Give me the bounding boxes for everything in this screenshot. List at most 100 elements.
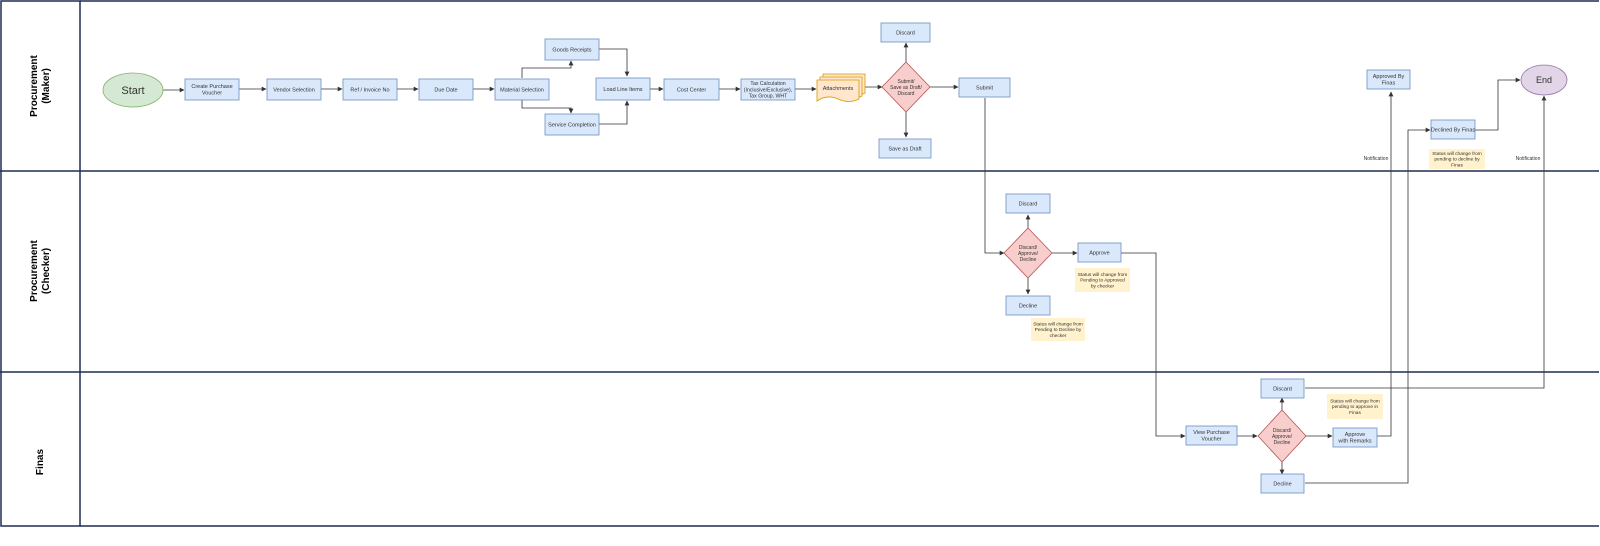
- lane-title-checker: Procurement(Checker): [29, 239, 52, 301]
- process-cost-center[interactable]: Cost Center: [663, 78, 720, 101]
- swimlanes: [0, 0, 1599, 527]
- process-box: [878, 138, 932, 159]
- process-save-draft[interactable]: Save as Draft: [878, 138, 932, 159]
- process-label: Vendor Selection: [273, 87, 315, 93]
- decision-diamond: [1003, 227, 1053, 279]
- process-box: [1005, 295, 1051, 316]
- process-box: [880, 22, 931, 43]
- decision-label: Discard/Approve/Decline: [1018, 245, 1039, 263]
- process-tax-calc[interactable]: Tax Calculation(Inclusive/Exclusive),Tax…: [740, 78, 796, 101]
- end-ellipse: [1520, 64, 1568, 96]
- process-label: Save as Draft: [888, 146, 922, 152]
- lane-title-finas: Finas: [35, 449, 46, 476]
- note-background: [1429, 149, 1485, 169]
- process-label: Service Completion: [548, 122, 596, 128]
- process-label: Decline: [1019, 303, 1037, 309]
- process-box: [663, 78, 720, 101]
- process-box: [418, 78, 474, 101]
- lane-label-checker: Procurement(Checker): [29, 239, 52, 301]
- process-box: [1260, 378, 1305, 399]
- process-due-date[interactable]: Due Date: [418, 78, 474, 101]
- process-material[interactable]: Material Selection: [494, 78, 550, 101]
- process-maker-discard[interactable]: Discard: [880, 22, 931, 43]
- connectors: [163, 42, 1547, 484]
- end-label: End: [1536, 75, 1552, 85]
- decision-finas-decision[interactable]: Discard/Approve/Decline: [1257, 409, 1307, 463]
- attachments-document[interactable]: Attachments: [816, 73, 866, 102]
- decision-checker-decision[interactable]: Discard/Approve/Decline: [1003, 227, 1053, 279]
- process-ref-invoice[interactable]: Ref / Invoice No: [342, 78, 398, 101]
- process-box: [1430, 119, 1476, 140]
- process-label: Goods Receipts: [552, 47, 591, 53]
- process-goods-receipts[interactable]: Goods Receipts: [544, 38, 600, 61]
- process-label: Approve: [1089, 250, 1110, 256]
- process-finas-discard[interactable]: Discard: [1260, 378, 1305, 399]
- end-node[interactable]: End: [1520, 64, 1568, 96]
- process-box: [1366, 69, 1411, 90]
- process-label: Load Line Items: [603, 87, 642, 93]
- process-box: [1005, 193, 1051, 214]
- process-checker-discard[interactable]: Discard: [1005, 193, 1051, 214]
- decision-diamond: [1257, 409, 1307, 463]
- process-box: [595, 77, 651, 101]
- process-label: Discard: [1273, 386, 1292, 392]
- process-box: [1332, 427, 1378, 448]
- process-submit[interactable]: Submit: [958, 77, 1011, 98]
- decision-diamond: [881, 61, 931, 113]
- process-label: Tax Calculation(Inclusive/Exclusive),Tax…: [744, 81, 792, 99]
- process-service-completion[interactable]: Service Completion: [544, 113, 600, 136]
- process-label: Discard: [896, 30, 915, 36]
- decision-label: Discard/Approve/Decline: [1272, 428, 1293, 446]
- process-label: Material Selection: [500, 87, 544, 93]
- process-label: Due Date: [434, 87, 457, 93]
- process-declined-by-finas[interactable]: Declined By Finas: [1430, 119, 1476, 140]
- process-box: [342, 78, 398, 101]
- notification-label: Notification: [1364, 156, 1389, 162]
- process-box: [1185, 425, 1238, 446]
- process-label: Discard: [1019, 201, 1038, 207]
- attachments-label: Attachments: [823, 86, 854, 92]
- process-load-line[interactable]: Load Line Items: [595, 77, 651, 101]
- process-checker-decline[interactable]: Decline: [1005, 295, 1051, 316]
- process-box: [494, 78, 550, 101]
- process-box: [740, 78, 796, 101]
- notification-text: Notification: [1516, 156, 1541, 162]
- notification-text: Notification: [1364, 156, 1389, 162]
- process-checker-approve[interactable]: Approve: [1077, 242, 1122, 263]
- start-label: Start: [121, 85, 144, 97]
- lane-title-maker: Procurement(Maker): [29, 54, 52, 116]
- process-label: Submit: [976, 85, 994, 91]
- process-box: [1260, 473, 1305, 494]
- decision-maker-decision[interactable]: Submit/Save as Draft/Discard: [881, 61, 931, 113]
- process-vendor[interactable]: Vendor Selection: [266, 78, 322, 101]
- process-label: Ref / Invoice No: [350, 87, 389, 93]
- process-box: [544, 38, 600, 61]
- start-ellipse: [102, 72, 164, 108]
- note-background: [1075, 268, 1130, 292]
- lane-label-finas: Finas: [35, 449, 46, 476]
- process-box: [544, 113, 600, 136]
- start-node[interactable]: Start: [102, 72, 164, 108]
- note-background: [1031, 318, 1085, 341]
- note-background: [1327, 394, 1383, 419]
- process-finas-decline[interactable]: Decline: [1260, 473, 1305, 494]
- process-box: [958, 77, 1011, 98]
- document-sheet: [816, 79, 860, 102]
